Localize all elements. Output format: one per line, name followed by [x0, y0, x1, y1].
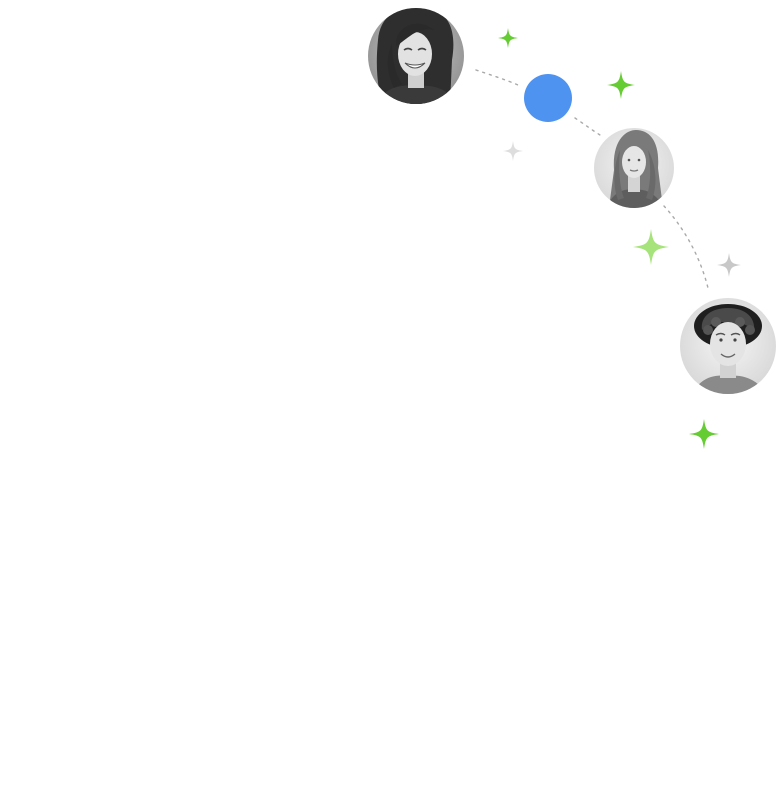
sparkle-icon: [689, 419, 719, 449]
dotted-connector: [475, 69, 521, 87]
dotted-connector: [663, 205, 709, 289]
sparkle-icon: [503, 141, 523, 161]
sparkle-icon: [607, 71, 635, 99]
sparkle-icon: [717, 253, 741, 277]
blue-dot-icon: [524, 74, 572, 122]
dotted-connector: [574, 117, 601, 136]
sparkle-icon: [633, 229, 669, 265]
avatar-woman-smiling: [368, 8, 464, 104]
sparkle-icon: [498, 28, 518, 48]
avatar-man-curly-hair: [680, 298, 776, 394]
avatar-woman-portrait: [594, 128, 674, 208]
